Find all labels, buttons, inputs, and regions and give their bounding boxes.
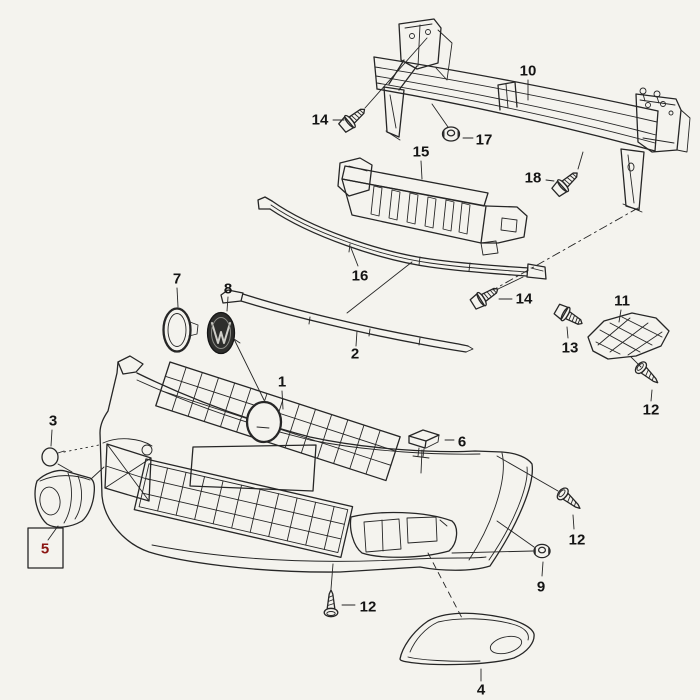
part-2-lower-strip	[220, 289, 474, 353]
svg-text:2: 2	[351, 346, 359, 363]
part-12-screw-bottom	[323, 589, 339, 618]
callout-18-3[interactable]: 18	[525, 170, 542, 187]
svg-text:3: 3	[49, 413, 57, 430]
part-18-bolt	[549, 166, 583, 199]
callout-17-2[interactable]: 17	[476, 132, 493, 149]
part-6-clip	[408, 429, 440, 459]
part-10-impact-beam	[373, 18, 691, 213]
svg-text:8: 8	[224, 281, 232, 298]
svg-text:5: 5	[41, 541, 49, 558]
callout-9-17[interactable]: 9	[537, 579, 545, 596]
callout-16-5[interactable]: 16	[352, 268, 369, 285]
part-9-nut	[533, 543, 551, 559]
svg-text:14: 14	[516, 291, 533, 308]
callout-2-7[interactable]: 2	[351, 346, 359, 363]
callout-15-4[interactable]: 15	[413, 144, 430, 161]
callout-12-16[interactable]: 12	[569, 532, 586, 549]
callout-7-8[interactable]: 7	[173, 271, 181, 288]
svg-text:12: 12	[569, 532, 586, 549]
part-15-absorber	[337, 157, 528, 256]
svg-text:17: 17	[476, 132, 493, 149]
svg-text:16: 16	[352, 268, 369, 285]
part-14-bolt-right	[468, 281, 503, 312]
callout-12-18[interactable]: 12	[360, 599, 377, 616]
callout-12-15[interactable]: 12	[643, 402, 660, 419]
svg-text:12: 12	[643, 402, 660, 419]
callout-8-9[interactable]: 8	[224, 281, 232, 298]
svg-text:12: 12	[360, 599, 377, 616]
svg-text:4: 4	[477, 682, 486, 699]
part-5-fog-cover	[34, 469, 96, 528]
part-1-bumper-cover	[99, 355, 534, 573]
part-8-emblem	[206, 311, 241, 355]
callout-4-19[interactable]: 4	[477, 682, 486, 699]
part-11-bracket	[587, 312, 670, 360]
svg-text:13: 13	[562, 340, 579, 357]
part-3-cap	[41, 447, 65, 467]
callout-11-13[interactable]: 11	[614, 293, 630, 310]
part-4-trim	[399, 612, 535, 666]
svg-text:18: 18	[525, 170, 542, 187]
part-16-upper-strip	[257, 196, 547, 280]
callout-5-20[interactable]: 5	[27, 527, 64, 569]
svg-text:6: 6	[458, 434, 466, 451]
svg-text:11: 11	[614, 293, 630, 310]
svg-text:10: 10	[520, 63, 537, 80]
leader-lines	[47, 37, 653, 682]
callout-14-1[interactable]: 14	[312, 112, 329, 129]
svg-text:9: 9	[537, 579, 545, 596]
part-13-bolt	[552, 301, 587, 331]
callout-3-11[interactable]: 3	[49, 413, 57, 430]
part-7-cover-ring	[162, 307, 199, 353]
part-17-nut	[441, 126, 461, 142]
callout-14-6[interactable]: 14	[516, 291, 533, 308]
svg-text:15: 15	[413, 144, 430, 161]
callout-10-0[interactable]: 10	[520, 63, 537, 80]
highlight-box	[27, 527, 64, 569]
svg-text:7: 7	[173, 271, 181, 288]
callout-6-12[interactable]: 6	[458, 434, 466, 451]
svg-text:1: 1	[278, 374, 286, 391]
callout-13-14[interactable]: 13	[562, 340, 579, 357]
part-12-screw-mid-right	[554, 485, 585, 515]
callout-1-10[interactable]: 1	[278, 374, 286, 391]
svg-text:14: 14	[312, 112, 329, 129]
